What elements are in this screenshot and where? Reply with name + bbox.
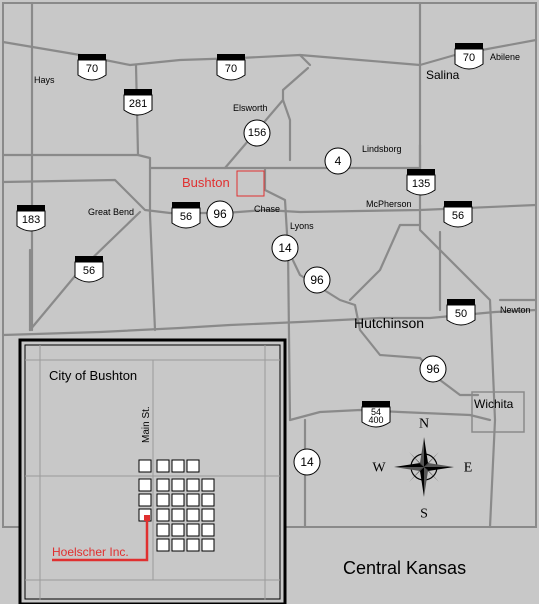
us-54-400-shield: 54 400 [361, 401, 391, 428]
state-route-markers: 156 4 96 14 96 96 14 [206, 119, 447, 476]
town-chase: Chase [254, 204, 280, 214]
svg-text:281: 281 [129, 98, 147, 110]
hoelscher-label: Hoelscher Inc. [52, 545, 129, 559]
svg-text:14: 14 [300, 455, 314, 469]
k-96-marker-west: 96 [206, 200, 234, 228]
inset-title: City of Bushton [49, 368, 137, 383]
town-hutchinson: Hutchinson [354, 315, 424, 331]
svg-text:70: 70 [225, 63, 237, 75]
us-56-shield-greatbend: 56 [171, 202, 201, 229]
hoelscher-pointer-line [52, 518, 149, 562]
town-hays: Hays [34, 75, 55, 85]
town-newton: Newton [500, 305, 531, 315]
compass-s: S [420, 507, 428, 522]
town-wichita: Wichita [474, 397, 514, 411]
town-lyons: Lyons [290, 221, 314, 231]
k-14-marker-lyons: 14 [271, 234, 299, 262]
svg-text:96: 96 [310, 273, 324, 287]
us-70-shield-mid: 70 [216, 54, 246, 81]
svg-text:96: 96 [426, 362, 440, 376]
us-135-shield: 135 [406, 169, 436, 196]
compass-e: E [464, 461, 473, 476]
bushton-highlight [236, 170, 265, 197]
inset-city-map: City of Bushton Main St. [18, 338, 287, 604]
svg-text:56: 56 [83, 265, 95, 277]
svg-text:156: 156 [248, 127, 266, 139]
svg-text:50: 50 [455, 308, 467, 320]
us-281-shield: 281 [123, 89, 153, 116]
svg-text:96: 96 [213, 207, 227, 221]
town-abilene: Abilene [490, 52, 520, 62]
svg-text:183: 183 [22, 214, 40, 226]
us-56-shield-mcpherson: 56 [443, 201, 473, 228]
svg-text:400: 400 [368, 415, 383, 425]
us-route-shields: 70 70 70 281 135 183 [16, 43, 484, 428]
us-183-shield: 183 [16, 205, 46, 232]
town-labels: Hays Salina Abilene Elsworth Lindsborg B… [34, 52, 531, 411]
compass-rose: N S E W [372, 417, 472, 522]
svg-text:54: 54 [371, 407, 381, 417]
svg-text:70: 70 [86, 63, 98, 75]
us-50-shield: 50 [446, 299, 476, 326]
k-96-marker-lyons: 96 [303, 266, 331, 294]
k-156-marker: 156 [243, 119, 271, 147]
town-salina: Salina [426, 68, 460, 82]
svg-text:14: 14 [278, 241, 292, 255]
town-lindsborg: Lindsborg [362, 144, 402, 154]
compass-w: W [372, 461, 386, 476]
town-ellsworth: Elsworth [233, 103, 268, 113]
k-4-marker: 4 [324, 147, 352, 175]
town-bushton: Bushton [182, 175, 230, 190]
us-70-shield-salina: 70 [454, 43, 484, 70]
city-blocks [138, 459, 215, 552]
k-96-marker-hutchinson: 96 [419, 355, 447, 383]
town-mcpherson: McPherson [366, 199, 412, 209]
svg-text:4: 4 [335, 154, 342, 168]
us-70-shield-hays: 70 [77, 54, 107, 81]
main-street-label: Main St. [141, 406, 152, 443]
svg-text:56: 56 [180, 211, 192, 223]
compass-n: N [419, 417, 429, 432]
town-great-bend: Great Bend [88, 207, 134, 217]
svg-text:70: 70 [463, 52, 475, 64]
svg-text:135: 135 [412, 178, 430, 190]
svg-text:56: 56 [452, 210, 464, 222]
k-14-marker-south: 14 [293, 448, 321, 476]
us-56-shield-west: 56 [74, 256, 104, 283]
map-title: Central Kansas [343, 558, 466, 578]
